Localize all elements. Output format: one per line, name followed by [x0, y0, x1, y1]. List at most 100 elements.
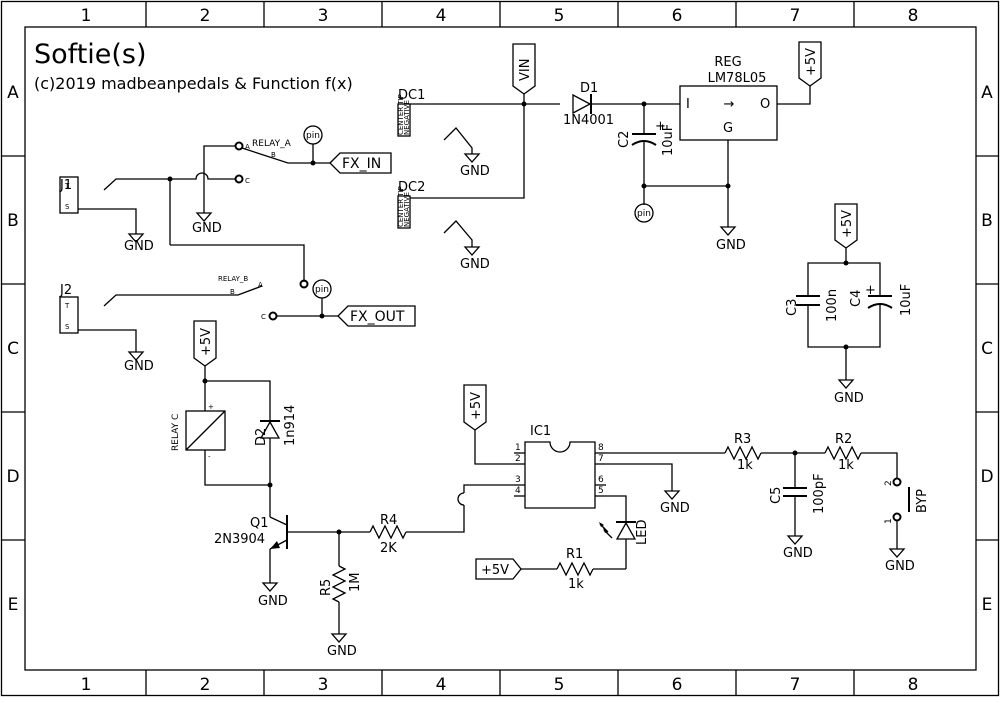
- r5-value: 1M: [348, 573, 363, 593]
- dc2-label: DC2: [398, 180, 425, 195]
- r3-value: 1k: [737, 458, 753, 473]
- r2-value: 1k: [838, 458, 854, 473]
- grid-row-c-right: C: [981, 339, 993, 359]
- resistor-r2: R2 1k: [824, 432, 862, 473]
- dc1-text-1: CENTER TIP: [397, 94, 405, 135]
- byp-gnd-symbol: GND: [885, 548, 915, 574]
- c4-ref: C4: [849, 290, 864, 307]
- c4-plus: +: [865, 283, 876, 298]
- d1-value: 1N4001: [563, 113, 614, 128]
- dc2-jack: DC2 CENTER TIP NEGATIVE: [397, 180, 425, 229]
- q1-gnd-symbol: GND: [258, 582, 288, 609]
- bypass-switch: 2 1 BYP: [884, 477, 930, 524]
- r4-ref: R4: [380, 513, 397, 528]
- reg-pin-o: O: [760, 97, 770, 112]
- r5-ref: R5: [319, 579, 334, 596]
- plus5v-label: +5V: [840, 210, 855, 238]
- r3-ref: R3: [734, 432, 751, 447]
- reg-ref: REG: [714, 55, 741, 70]
- reg-arrow: →: [724, 97, 735, 112]
- resistor-r3: R3 1k: [724, 432, 762, 473]
- grid-col-7-bottom: 7: [790, 675, 801, 695]
- j1-gnd-symbol: GND: [124, 233, 154, 254]
- grid-row-e-right: E: [982, 595, 993, 615]
- dc1-label: DC1: [398, 88, 425, 103]
- grid-col-7: 7: [790, 6, 801, 26]
- c5-value: 100pF: [812, 473, 827, 514]
- j1-pin-s: S: [65, 203, 70, 211]
- plus5v-label: +5V: [199, 328, 214, 356]
- ic1-pin-5: 5: [598, 486, 604, 496]
- r4-value: 2K: [380, 541, 397, 556]
- c5-ref: C5: [769, 487, 784, 504]
- gnd-label: GND: [124, 239, 154, 254]
- vin-flag: VIN: [512, 43, 536, 104]
- grid-col-8: 8: [908, 6, 919, 26]
- plus5v-label: +5V: [481, 563, 509, 578]
- byp-pin-1: 1: [884, 518, 894, 524]
- fx-out-label: FX_OUT: [350, 309, 405, 325]
- jack-j1: J1 T S: [59, 176, 170, 234]
- plus5v-label: +5V: [469, 392, 484, 420]
- pin-marker-fx-in: pin: [303, 125, 323, 145]
- grid-row-b-right: B: [981, 211, 993, 231]
- grid-col-4-bottom: 4: [436, 675, 447, 695]
- capacitor-c4: + C4 10uF: [849, 283, 914, 316]
- grid-col-2-bottom: 2: [200, 675, 211, 695]
- vin-label: VIN: [518, 59, 533, 81]
- grid-col-6: 6: [672, 6, 683, 26]
- relay-a-pin-c: C: [245, 177, 250, 185]
- ic1-chip: IC1 1 2 3 4 5 6 7 8: [514, 424, 606, 509]
- diode-d2: D2 1n914: [254, 405, 298, 446]
- dc2-gnd-symbol: GND: [460, 246, 490, 272]
- reg-pin-g: G: [723, 121, 733, 136]
- j2-pin-t: T: [64, 302, 70, 310]
- pin-label: pin: [315, 285, 329, 295]
- fx-in-flag: FX_IN: [329, 152, 392, 174]
- grid-col-5-bottom: 5: [554, 675, 565, 695]
- grid-col-4: 4: [436, 6, 447, 26]
- resistor-r5: R5 1M: [319, 532, 363, 634]
- pin-marker-fx-out: pin: [312, 279, 332, 299]
- grid-row-a: A: [7, 83, 19, 103]
- gnd-label: GND: [716, 238, 746, 253]
- grid-row-b: B: [7, 211, 19, 231]
- grid-row-c: C: [7, 339, 19, 359]
- copyright-text: (c)2019 madbeanpedals & Function f(x): [34, 74, 353, 93]
- c2-ref: C2: [617, 131, 632, 148]
- gnd-label: GND: [460, 257, 490, 272]
- r1-ref: R1: [566, 547, 583, 562]
- pin-label: pin: [637, 209, 651, 219]
- grid-col-1: 1: [81, 6, 92, 26]
- dc1-gnd-symbol: GND: [460, 153, 490, 179]
- reg-pin-i: I: [686, 97, 690, 112]
- led: LED: [599, 520, 650, 569]
- fx-out-flag: FX_OUT: [337, 305, 416, 327]
- j1-label: J1: [59, 178, 72, 193]
- resistor-r4: R4 2K: [369, 513, 407, 556]
- relay-coil-minus: -: [208, 453, 211, 461]
- ic1-pin-2: 2: [515, 454, 521, 464]
- relay-a-gnd-symbol: GND: [192, 212, 222, 236]
- q1-value: 2N3904: [214, 532, 265, 547]
- ic1-pin-7: 7: [598, 454, 604, 464]
- pin-marker-power: pin: [634, 203, 654, 223]
- relay-coil: + - RELAY C: [171, 403, 226, 461]
- grid-col-5: 5: [554, 6, 565, 26]
- relay-a-pin-b: B: [271, 151, 276, 159]
- j2-label: J2: [59, 283, 72, 298]
- plus5v-flag-relay: +5V: [193, 320, 217, 367]
- schematic-title: Softie(s): [34, 39, 147, 70]
- grid-row-a-right: A: [981, 83, 993, 103]
- ic1-pin-8: 8: [598, 443, 604, 453]
- led-label: LED: [635, 520, 650, 545]
- gnd-label: GND: [885, 559, 915, 574]
- relay-b-pin-b: B: [230, 288, 235, 296]
- resistor-r1: R1 1k: [556, 547, 594, 592]
- d1-ref: D1: [580, 81, 598, 96]
- d2-ref: D2: [254, 428, 269, 446]
- plus5v-flag-led: +5V: [475, 558, 522, 580]
- grid-col-3-bottom: 3: [318, 675, 329, 695]
